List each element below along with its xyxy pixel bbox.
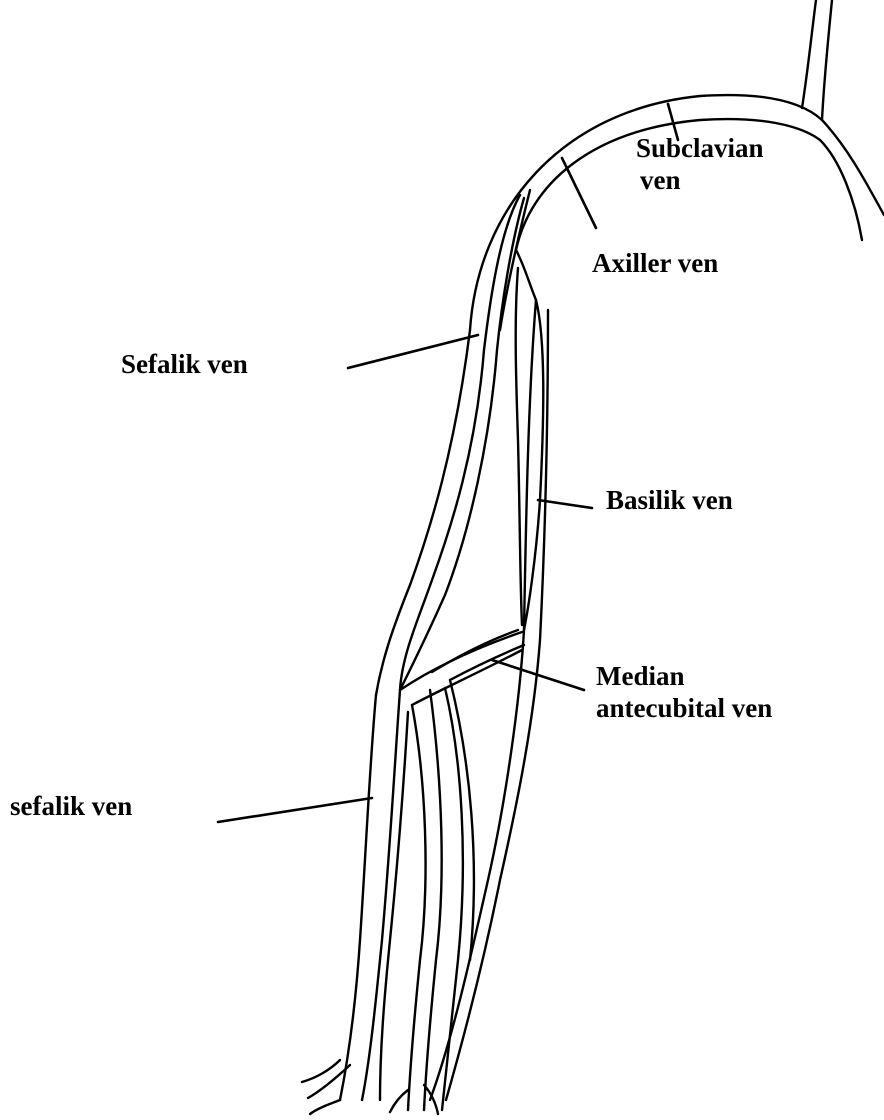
cephalic-vein-upper	[376, 190, 530, 695]
label-median-line1: Median	[596, 660, 772, 692]
forearm-middle-veins	[408, 680, 474, 1110]
leader-axiller	[562, 158, 596, 228]
label-subclavian-line2: ven	[636, 164, 764, 196]
leader-sefalik-upper	[348, 335, 478, 368]
leader-sefalik-lower	[218, 798, 372, 822]
label-basilik-vein: Basilik ven	[606, 484, 733, 516]
label-sefalik-vein-upper: Sefalik ven	[121, 348, 248, 380]
label-subclavian-line1: Subclavian	[636, 132, 764, 164]
terminal-branches	[302, 1060, 438, 1114]
label-median-line2: antecubital ven	[596, 692, 772, 724]
cephalic-vein-forearm	[340, 690, 408, 1100]
label-sefalik-vein-lower: sefalik ven	[10, 790, 132, 822]
median-antecubital-vein	[400, 630, 524, 705]
label-median-antecubital-vein: Median antecubital ven	[596, 660, 772, 725]
basilic-vein	[430, 250, 548, 1100]
label-subclavian-vein: Subclavian ven	[636, 132, 764, 197]
label-axiller-vein: Axiller ven	[592, 247, 718, 279]
